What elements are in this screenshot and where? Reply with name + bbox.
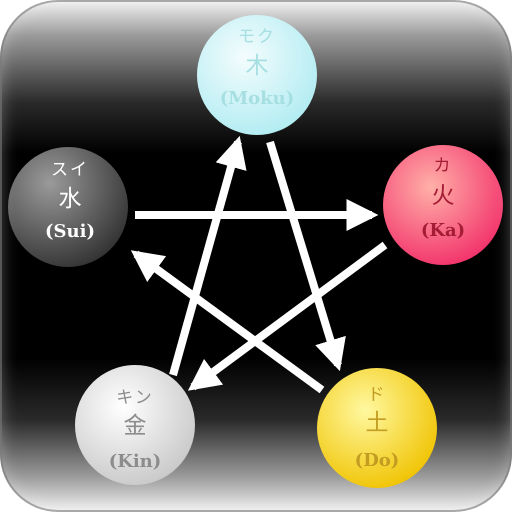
element-ka-circle bbox=[383, 145, 503, 265]
arrow-moku-to-do bbox=[266, 140, 346, 372]
element-sui-katakana: スイ bbox=[51, 160, 89, 180]
element-kin[interactable]: キン 金 (Kin) bbox=[75, 365, 195, 485]
element-kin-kanji: 金 bbox=[124, 413, 147, 439]
element-do-katakana: ド bbox=[368, 385, 387, 405]
element-ka-katakana: カ bbox=[434, 156, 453, 176]
element-moku-kanji: 木 bbox=[246, 53, 269, 79]
element-sui-romaji: (Sui) bbox=[45, 221, 95, 242]
element-do-kanji: 土 bbox=[366, 410, 389, 436]
element-kin-katakana: キン bbox=[116, 388, 154, 408]
arrow-ka-to-kin bbox=[187, 241, 388, 391]
element-kin-circle bbox=[75, 365, 195, 485]
element-do[interactable]: ド 土 (Do) bbox=[317, 368, 437, 488]
element-sui-circle bbox=[8, 147, 128, 267]
element-sui-kanji: 水 bbox=[59, 186, 82, 212]
element-ka[interactable]: カ 火 (Ka) bbox=[383, 145, 503, 265]
arrow-kin-to-moku bbox=[169, 135, 247, 377]
arrow-do-to-sui bbox=[130, 250, 325, 394]
element-moku[interactable]: モク 木 (Moku) bbox=[197, 15, 317, 135]
element-do-circle bbox=[317, 368, 437, 488]
element-ka-kanji: 火 bbox=[432, 183, 455, 209]
element-do-romaji: (Do) bbox=[355, 450, 400, 471]
element-moku-romaji: (Moku) bbox=[220, 88, 295, 109]
element-moku-circle bbox=[197, 15, 317, 135]
element-kin-romaji: (Kin) bbox=[109, 451, 162, 472]
element-ka-romaji: (Ka) bbox=[421, 220, 465, 241]
element-moku-katakana: モク bbox=[238, 27, 276, 47]
arrows bbox=[130, 135, 388, 394]
element-sui[interactable]: スイ 水 (Sui) bbox=[8, 147, 128, 267]
